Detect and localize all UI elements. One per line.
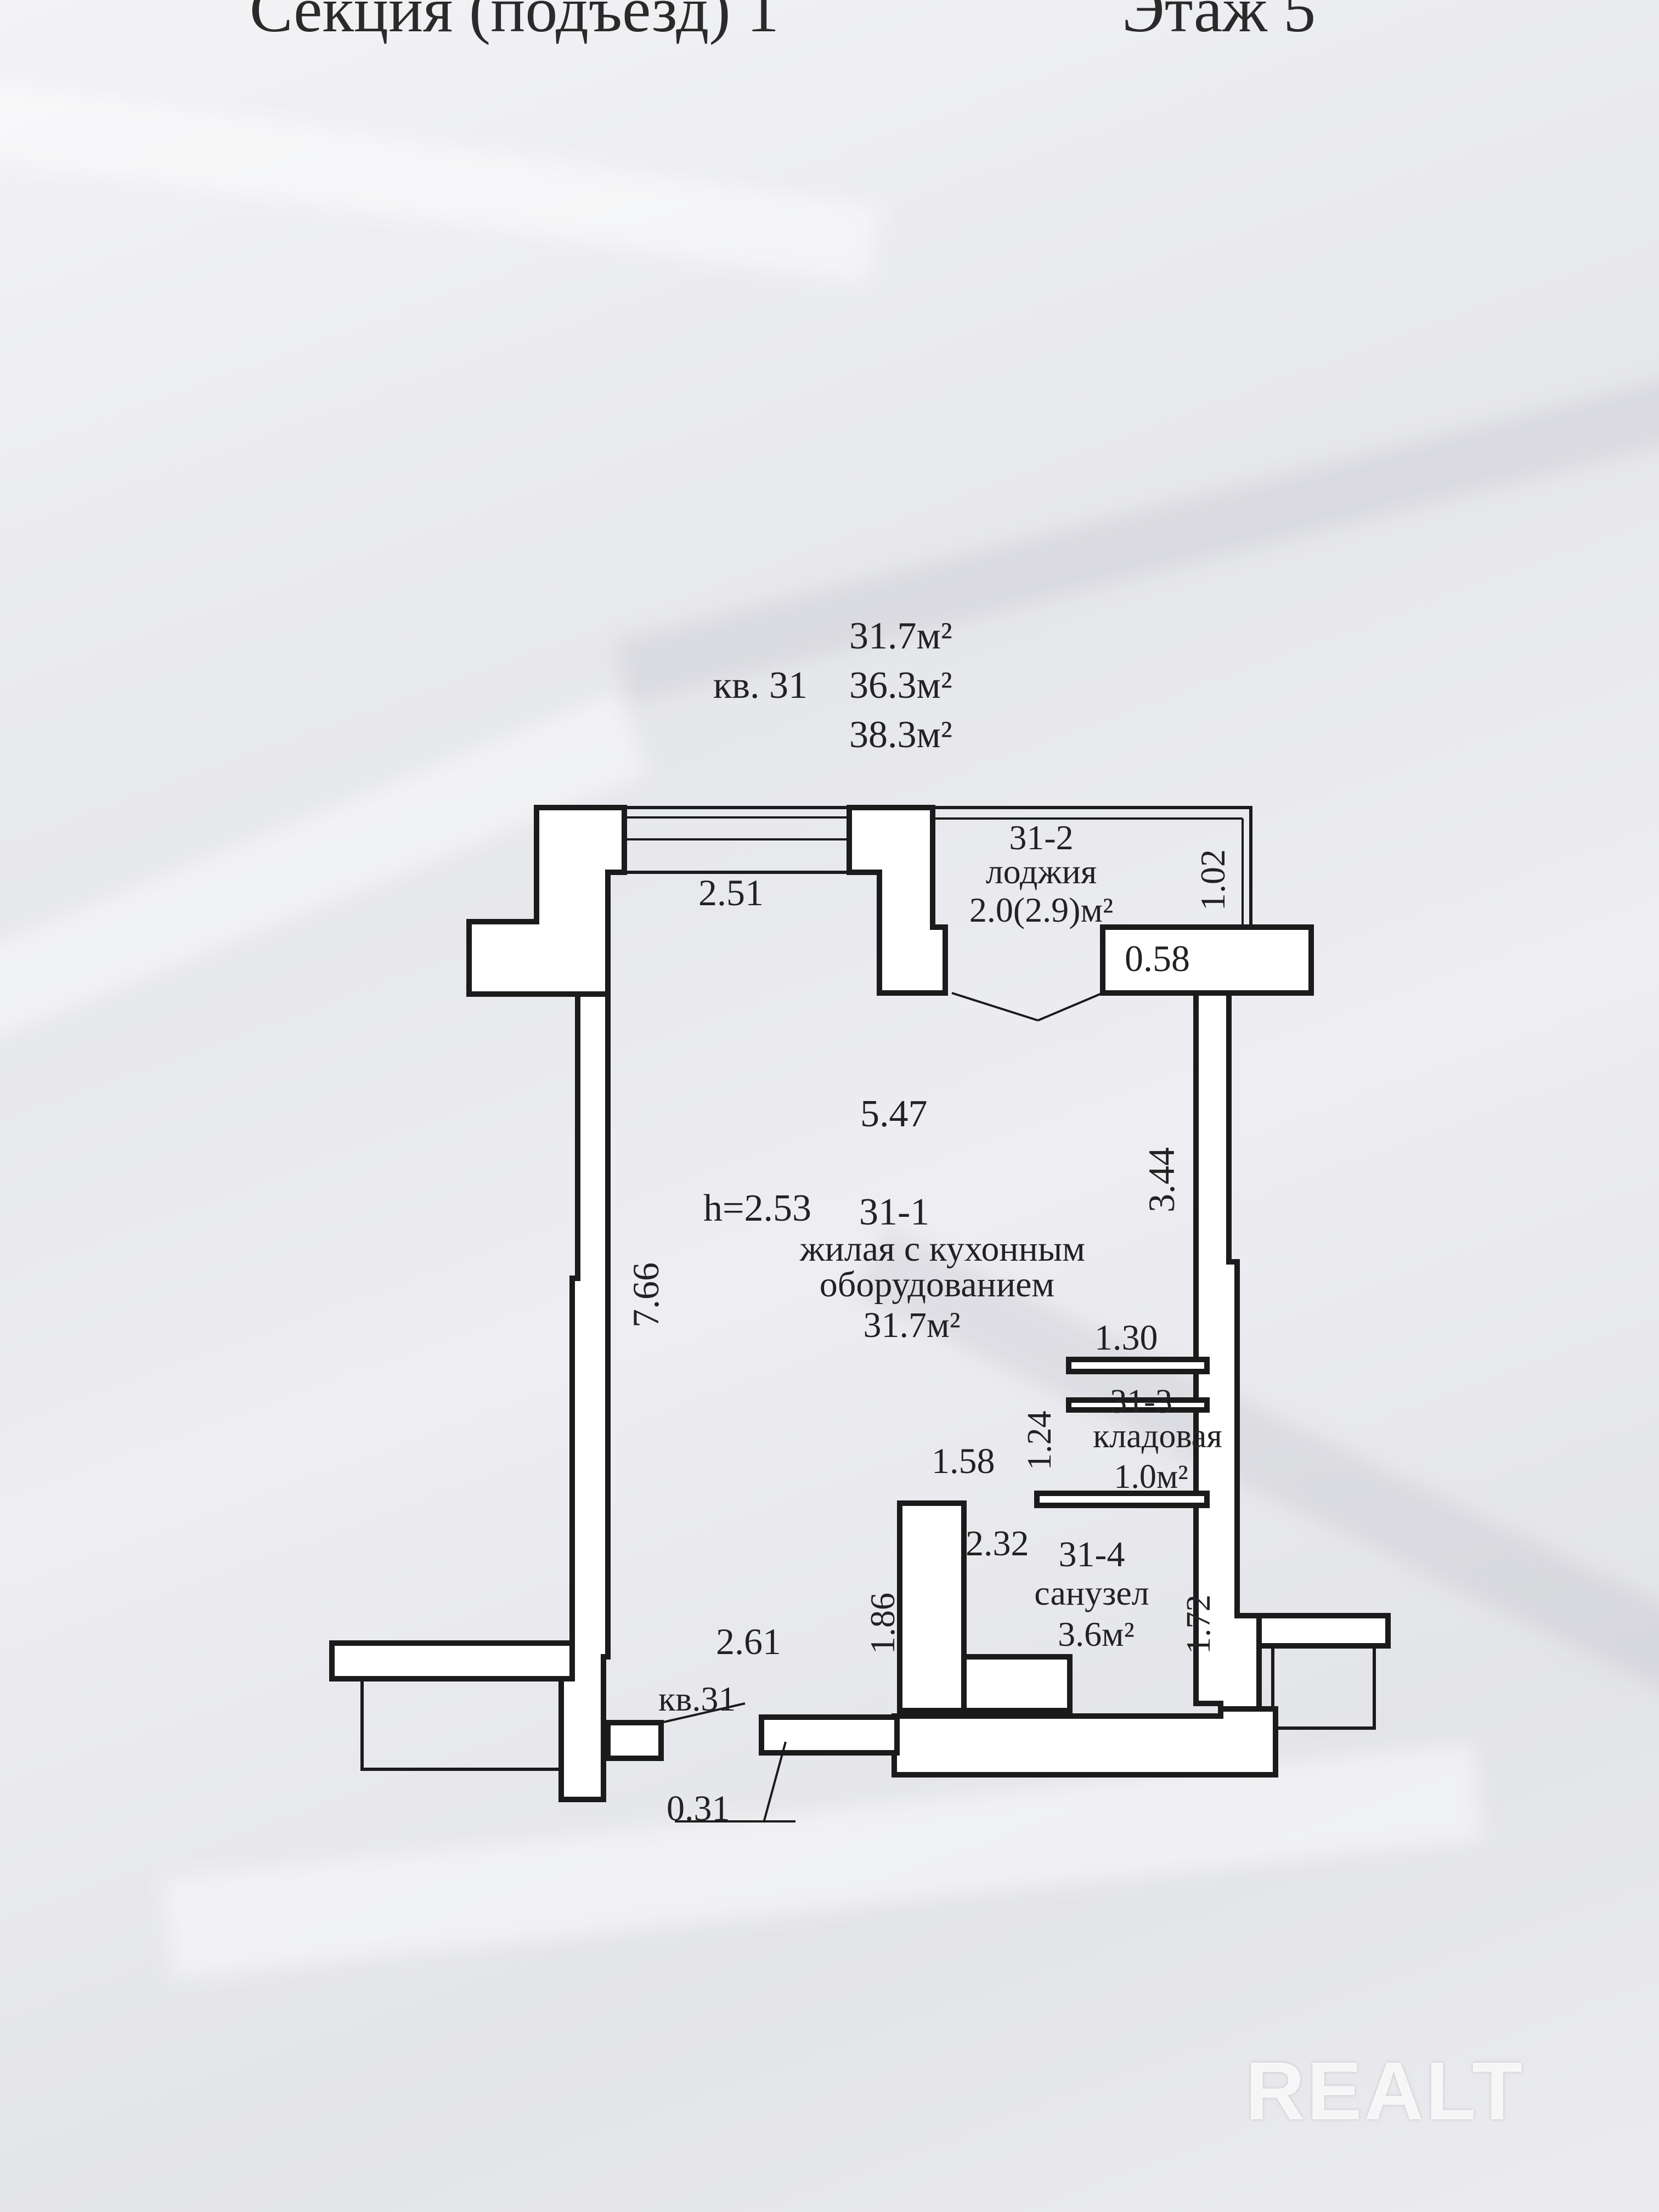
dimension-1-02: 1.02 [1193, 849, 1232, 911]
area-total-text: 36.3м² [849, 664, 952, 707]
wall-storage-bottom [1034, 1491, 1210, 1508]
ceiling-height: h=2.53 [703, 1187, 811, 1229]
dimension-labels: 2.51 1.02 0.58 5.47 3.44 7.66 1.30 1.24 … [625, 849, 1232, 1829]
walls [329, 805, 1391, 1802]
loggia-area: 2.0(2.9)м² [969, 890, 1113, 929]
loggia-name: лоджия [986, 852, 1097, 891]
dimension-leader [763, 1741, 787, 1823]
living-room-id: 31-1 [859, 1191, 929, 1233]
wall-top-middle-pier [847, 805, 948, 996]
dimension-3-44: 3.44 [1141, 1147, 1182, 1212]
bathroom-area: 3.6м² [1058, 1615, 1135, 1654]
window-frames [623, 806, 1252, 927]
dimension-0-31: 0.31 [667, 1788, 730, 1829]
dimension-1-24: 1.24 [1021, 1411, 1058, 1471]
entrance-apartment-label: кв.31 [658, 1679, 736, 1718]
dimension-1-72: 1.72 [1180, 1595, 1217, 1655]
realt-watermark: REALT [1245, 2045, 1525, 2137]
wall-storage-top [1066, 1357, 1210, 1374]
loggia-frame [933, 806, 1252, 927]
living-room-area: 31.7м² [863, 1305, 960, 1345]
wall-bottom [891, 1706, 1278, 1778]
apartment-area-block: 31.7м² кв. 31 36.3м² 38.3м² [713, 615, 952, 756]
dimension-2-61: 2.61 [716, 1621, 781, 1662]
section-heading: Секция (подъезд) 1 [250, 0, 780, 46]
dimension-5-47: 5.47 [860, 1093, 928, 1135]
bathroom-name: санузел [1034, 1573, 1149, 1612]
wall-left [558, 991, 611, 1802]
area-with-loggia-text: 38.3м² [849, 714, 952, 756]
floor-heading: Этаж 5 [1122, 0, 1316, 46]
living-room-name-line1: жилая с кухонным [799, 1229, 1085, 1269]
loggia-door [951, 992, 1103, 1022]
room-labels: 31-2 лоджия 2.0(2.9)м² h=2.53 31-1 жилая… [658, 818, 1222, 1718]
wall-entrance-right-jamb [759, 1714, 900, 1756]
wall-top-left-pier [466, 805, 627, 997]
dimension-1-86: 1.86 [863, 1593, 902, 1654]
wall-storage-mid [1066, 1397, 1210, 1413]
storage-name: кладовая [1093, 1418, 1222, 1455]
wall-bathroom-step [961, 1654, 1073, 1713]
storage-id: 31-3 [1110, 1383, 1172, 1420]
wall-bottom-right [1256, 1613, 1391, 1649]
loggia-id: 31-2 [1009, 818, 1073, 857]
dimension-2-51: 2.51 [698, 872, 764, 913]
area-living-text: 31.7м² [849, 615, 952, 657]
wall-bottom-right-outline [1271, 1646, 1376, 1730]
entrance-door [661, 1702, 795, 1823]
bathroom-id: 31-4 [1059, 1534, 1125, 1575]
dimension-0-58: 0.58 [1125, 938, 1190, 979]
dimension-1-30: 1.30 [1094, 1318, 1158, 1358]
wall-entrance-left-jamb [605, 1720, 664, 1761]
living-room-name-line2: оборудованием [820, 1265, 1054, 1305]
wall-bathroom-partition [897, 1500, 967, 1713]
wall-bottom-left [329, 1640, 575, 1681]
dimension-1-58: 1.58 [932, 1441, 995, 1481]
storage-area: 1.0м² [1114, 1458, 1188, 1496]
wall-bottom-left-outline [360, 1679, 561, 1771]
apartment-label: кв. 31 [713, 664, 808, 707]
dimension-2-32: 2.32 [966, 1523, 1029, 1564]
dimension-7-66: 7.66 [625, 1262, 667, 1328]
